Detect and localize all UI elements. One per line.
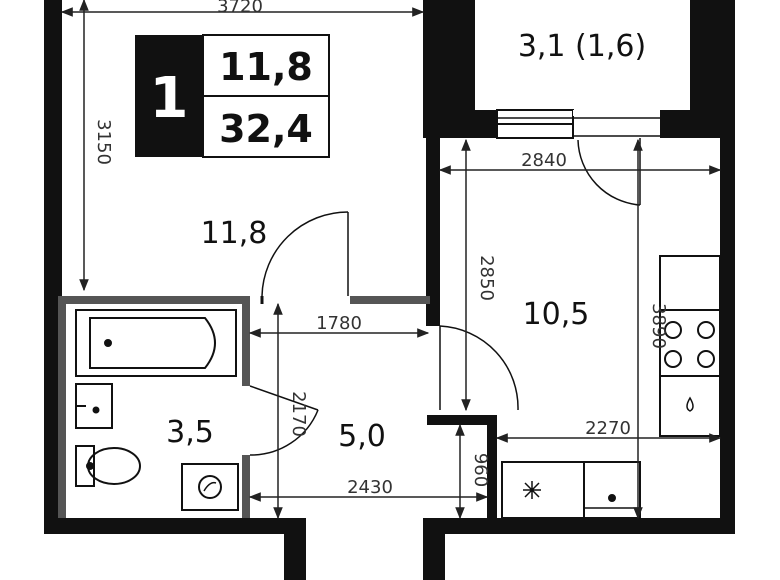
bathroom-left-lining — [58, 296, 66, 518]
room-right-wall-upper — [423, 0, 475, 138]
badge-dark-block — [135, 35, 203, 157]
area-hall: 5,0 — [338, 419, 386, 454]
entry-niche-wall — [487, 420, 497, 520]
bathtub — [75, 309, 237, 377]
entrance-jamb-right — [423, 518, 445, 580]
area-bathroom: 3,5 — [166, 415, 214, 450]
dim-kitchen-depth-upper: 2850 — [476, 255, 497, 301]
dim-kitchen-depth-full: 3890 — [648, 303, 669, 349]
bathroom-right-partition-lower — [242, 455, 250, 518]
toilet-bowl — [87, 447, 141, 485]
left-wall — [44, 0, 62, 530]
balcony-post — [692, 0, 706, 12]
dim-hall-depth: 2170 — [288, 391, 309, 437]
kitchen-sink — [583, 461, 641, 519]
doors — [249, 211, 519, 456]
area-balcony: 3,1 (1,6) — [518, 29, 646, 64]
badge-total-area: 32,4 — [219, 107, 313, 151]
kitchen-fixtures — [501, 255, 721, 519]
bathroom-right-partition — [242, 296, 250, 386]
bathroom-fixtures — [75, 309, 239, 511]
kitchen-hall-wall — [427, 415, 497, 425]
bottom-wall-right — [427, 518, 735, 534]
dim-hall-width-top: 1780 — [316, 313, 362, 334]
balcony-right-wall — [690, 0, 735, 138]
kitchen-top-wall-left — [475, 110, 497, 138]
summary-badge: 1 11,8 32,4 — [135, 34, 330, 158]
partitions — [58, 296, 430, 518]
badge-rooms-count: 1 — [150, 66, 189, 131]
right-wall — [720, 120, 735, 530]
bottom-wall-left — [44, 518, 300, 534]
washing-machine — [181, 463, 239, 511]
room-hall-partition — [350, 296, 430, 304]
walls — [44, 0, 735, 580]
area-room: 11,8 — [201, 216, 268, 251]
dimension-lines — [60, 0, 722, 520]
dim-kitchen-width: 2840 — [521, 150, 567, 171]
badge-living-area: 11,8 — [219, 45, 313, 89]
fridge — [501, 461, 585, 519]
balcony-door-window — [496, 109, 660, 206]
area-kitchen: 10,5 — [523, 297, 590, 332]
room-kitchen-partition — [426, 138, 440, 326]
entrance-jamb-left — [284, 518, 306, 580]
dim-kitchen-counter: 2270 — [585, 418, 631, 439]
room-bathroom-partition — [58, 296, 250, 304]
dim-hall-width-bottom: 2430 — [347, 477, 393, 498]
dim-room-depth: 3150 — [93, 119, 114, 165]
dim-entry-depth: 960 — [470, 453, 491, 487]
dim-room-width: 3720 — [217, 0, 263, 17]
